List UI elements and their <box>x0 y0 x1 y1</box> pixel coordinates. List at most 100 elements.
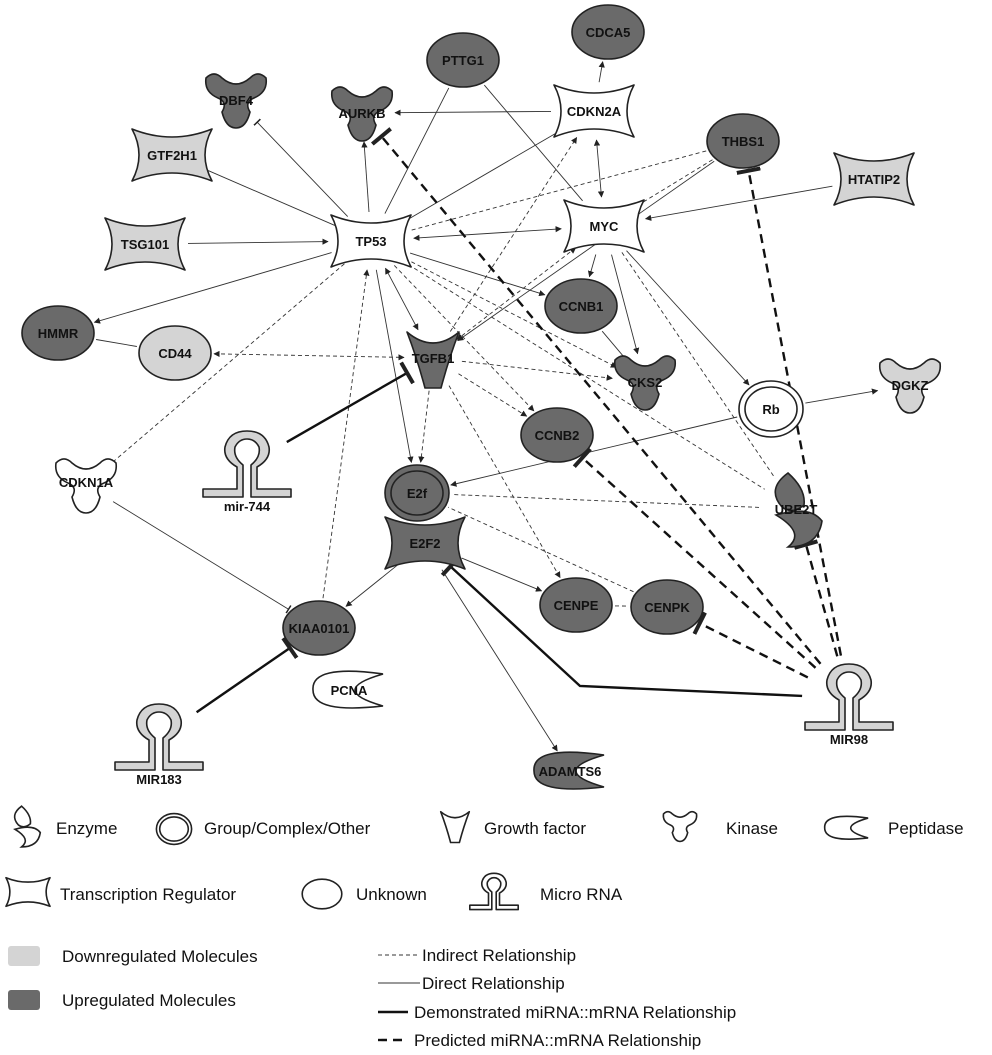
node-mir183[interactable]: MIR183 <box>114 703 204 787</box>
legend-item-kinase: Kinase <box>662 810 778 843</box>
node-thbs1[interactable]: THBS1 <box>706 113 780 169</box>
edge-tp53-cks2 <box>404 258 618 368</box>
node-label: KIAA0101 <box>289 621 350 636</box>
node-e2f2[interactable]: E2F2 <box>384 516 466 570</box>
edge-e2f2-adamts6 <box>441 569 558 752</box>
edge-mir98-ccnb2 <box>572 447 817 669</box>
edge-rb-e2f <box>450 416 738 487</box>
legend-label: Demonstrated miRNA::mRNA Relationship <box>414 1003 736 1022</box>
node-adamts6[interactable]: ADAMTS6 <box>533 751 605 790</box>
node-label: TSG101 <box>121 237 169 252</box>
node-cenpe[interactable]: CENPE <box>539 577 613 633</box>
edge-tp53-ube2t <box>402 260 765 490</box>
edge-kiaa0101-tp53 <box>322 269 370 599</box>
edge-tp53-pttg1 <box>384 87 450 214</box>
edge-tp53-aurkb <box>361 141 370 213</box>
node-ccnb1[interactable]: CCNB1 <box>544 278 618 334</box>
edge-ccnb1-cks2 <box>601 330 626 359</box>
legend-label: Growth factor <box>484 819 586 838</box>
node-cks2[interactable]: CKS2 <box>613 355 677 411</box>
node-label: CENPE <box>554 598 599 613</box>
edge-e2f2-cenpe <box>461 557 543 592</box>
node-ccnb2[interactable]: CCNB2 <box>520 407 594 463</box>
edge-gtf2h1-tp53 <box>208 170 335 226</box>
edge-tgfb1-cenpe <box>448 385 561 579</box>
legend-label: Peptidase <box>888 819 964 838</box>
edge-rb-dgkz <box>805 388 879 404</box>
edge-mir98-aurkb <box>370 127 822 665</box>
legend-label: Group/Complex/Other <box>204 819 371 838</box>
edge-cd44-tgfb1 <box>213 350 405 361</box>
edge-mir98-e2f2 <box>440 556 803 698</box>
node-label: UBE2T <box>775 502 818 517</box>
edge-tp53-cdkn1a <box>109 263 345 466</box>
node-aurkb[interactable]: AURKB <box>330 86 394 142</box>
node-label: CD44 <box>158 346 192 361</box>
node-rb[interactable]: Rb <box>738 380 804 438</box>
node-label: MIR98 <box>830 732 868 747</box>
node-label: AURKB <box>339 106 386 121</box>
node-kiaa0101[interactable]: KIAA0101 <box>282 600 356 656</box>
node-htatip2[interactable]: HTATIP2 <box>833 152 915 206</box>
legend-label: Upregulated Molecules <box>62 991 236 1010</box>
node-label: CCNB2 <box>535 428 580 443</box>
node-cdkn2a[interactable]: CDKN2A <box>553 84 635 138</box>
node-pttg1[interactable]: PTTG1 <box>426 32 500 88</box>
edge-myc-ube2t <box>621 252 776 479</box>
legend-line-pred: Predicted miRNA::mRNA Relationship <box>378 1031 701 1050</box>
edge-cdkn2a-tp53 <box>403 129 562 223</box>
node-ube2t[interactable]: UBE2T <box>774 471 823 548</box>
node-e2f[interactable]: E2f <box>384 464 450 522</box>
edge-thbs1-tp53 <box>410 150 707 231</box>
node-hmmr[interactable]: HMMR <box>21 305 95 361</box>
node-label: mir-744 <box>224 499 271 514</box>
node-pcna[interactable]: PCNA <box>312 670 384 709</box>
edge-tp53-ccnb1 <box>409 252 546 297</box>
node-label: PTTG1 <box>442 53 484 68</box>
node-myc[interactable]: MYC <box>563 199 645 253</box>
node-cd44[interactable]: CD44 <box>138 325 212 381</box>
node-tgfb1[interactable]: TGFB1 <box>406 331 460 389</box>
node-cenpk[interactable]: CENPK <box>630 579 704 635</box>
node-label: CDCA5 <box>586 25 631 40</box>
node-label: E2F2 <box>409 536 440 551</box>
edge-tgfb1-ccnb2 <box>458 373 528 417</box>
node-label: HMMR <box>38 326 79 341</box>
edge-tsg101-tp53 <box>187 238 329 245</box>
edge-cenpk-e2f <box>447 506 634 593</box>
legend-item-transcription: Transcription Regulator <box>5 876 236 908</box>
edge-hmmr-cd44 <box>96 339 137 347</box>
node-tsg101[interactable]: TSG101 <box>104 217 186 271</box>
edge-tgfb1-e2f <box>418 390 430 463</box>
legend-label: Indirect Relationship <box>422 946 576 965</box>
edge-cdkn1a-kiaa0101 <box>112 501 292 614</box>
edge-myc-ccnb1 <box>587 254 597 278</box>
legend-label: Transcription Regulator <box>60 885 236 904</box>
legend-item-downregulated: Downregulated Molecules <box>8 946 258 966</box>
legend-line-demo: Demonstrated miRNA::mRNA Relationship <box>378 1003 736 1022</box>
node-label: E2f <box>407 486 428 501</box>
node-cdca5[interactable]: CDCA5 <box>571 4 645 60</box>
node-gtf2h1[interactable]: GTF2H1 <box>131 128 213 182</box>
node-label: CDKN1A <box>59 475 114 490</box>
node-label: ADAMTS6 <box>539 764 602 779</box>
node-tp53[interactable]: TP53 <box>330 214 412 268</box>
node-mir98[interactable]: MIR98 <box>804 663 894 747</box>
node-mir744[interactable]: mir-744 <box>202 430 292 514</box>
legend-item-upregulated: Upregulated Molecules <box>8 990 236 1010</box>
edge-cdkn2a-myc <box>593 139 605 198</box>
legend-item-group: Group/Complex/Other <box>155 812 371 846</box>
edge-mir183-kiaa0101 <box>195 636 299 714</box>
node-label: GTF2H1 <box>147 148 197 163</box>
node-cdkn1a[interactable]: CDKN1A <box>54 458 118 514</box>
node-dbf4[interactable]: DBF4 <box>204 73 268 129</box>
edge-tp53-ccnb2 <box>393 265 535 412</box>
node-label: CCNB1 <box>559 299 604 314</box>
node-dgkz[interactable]: DGKZ <box>878 358 942 414</box>
edge-myc-tgfb1 <box>456 247 577 340</box>
legend-label: Kinase <box>726 819 778 838</box>
edge-mir98-cenpk <box>692 611 809 679</box>
